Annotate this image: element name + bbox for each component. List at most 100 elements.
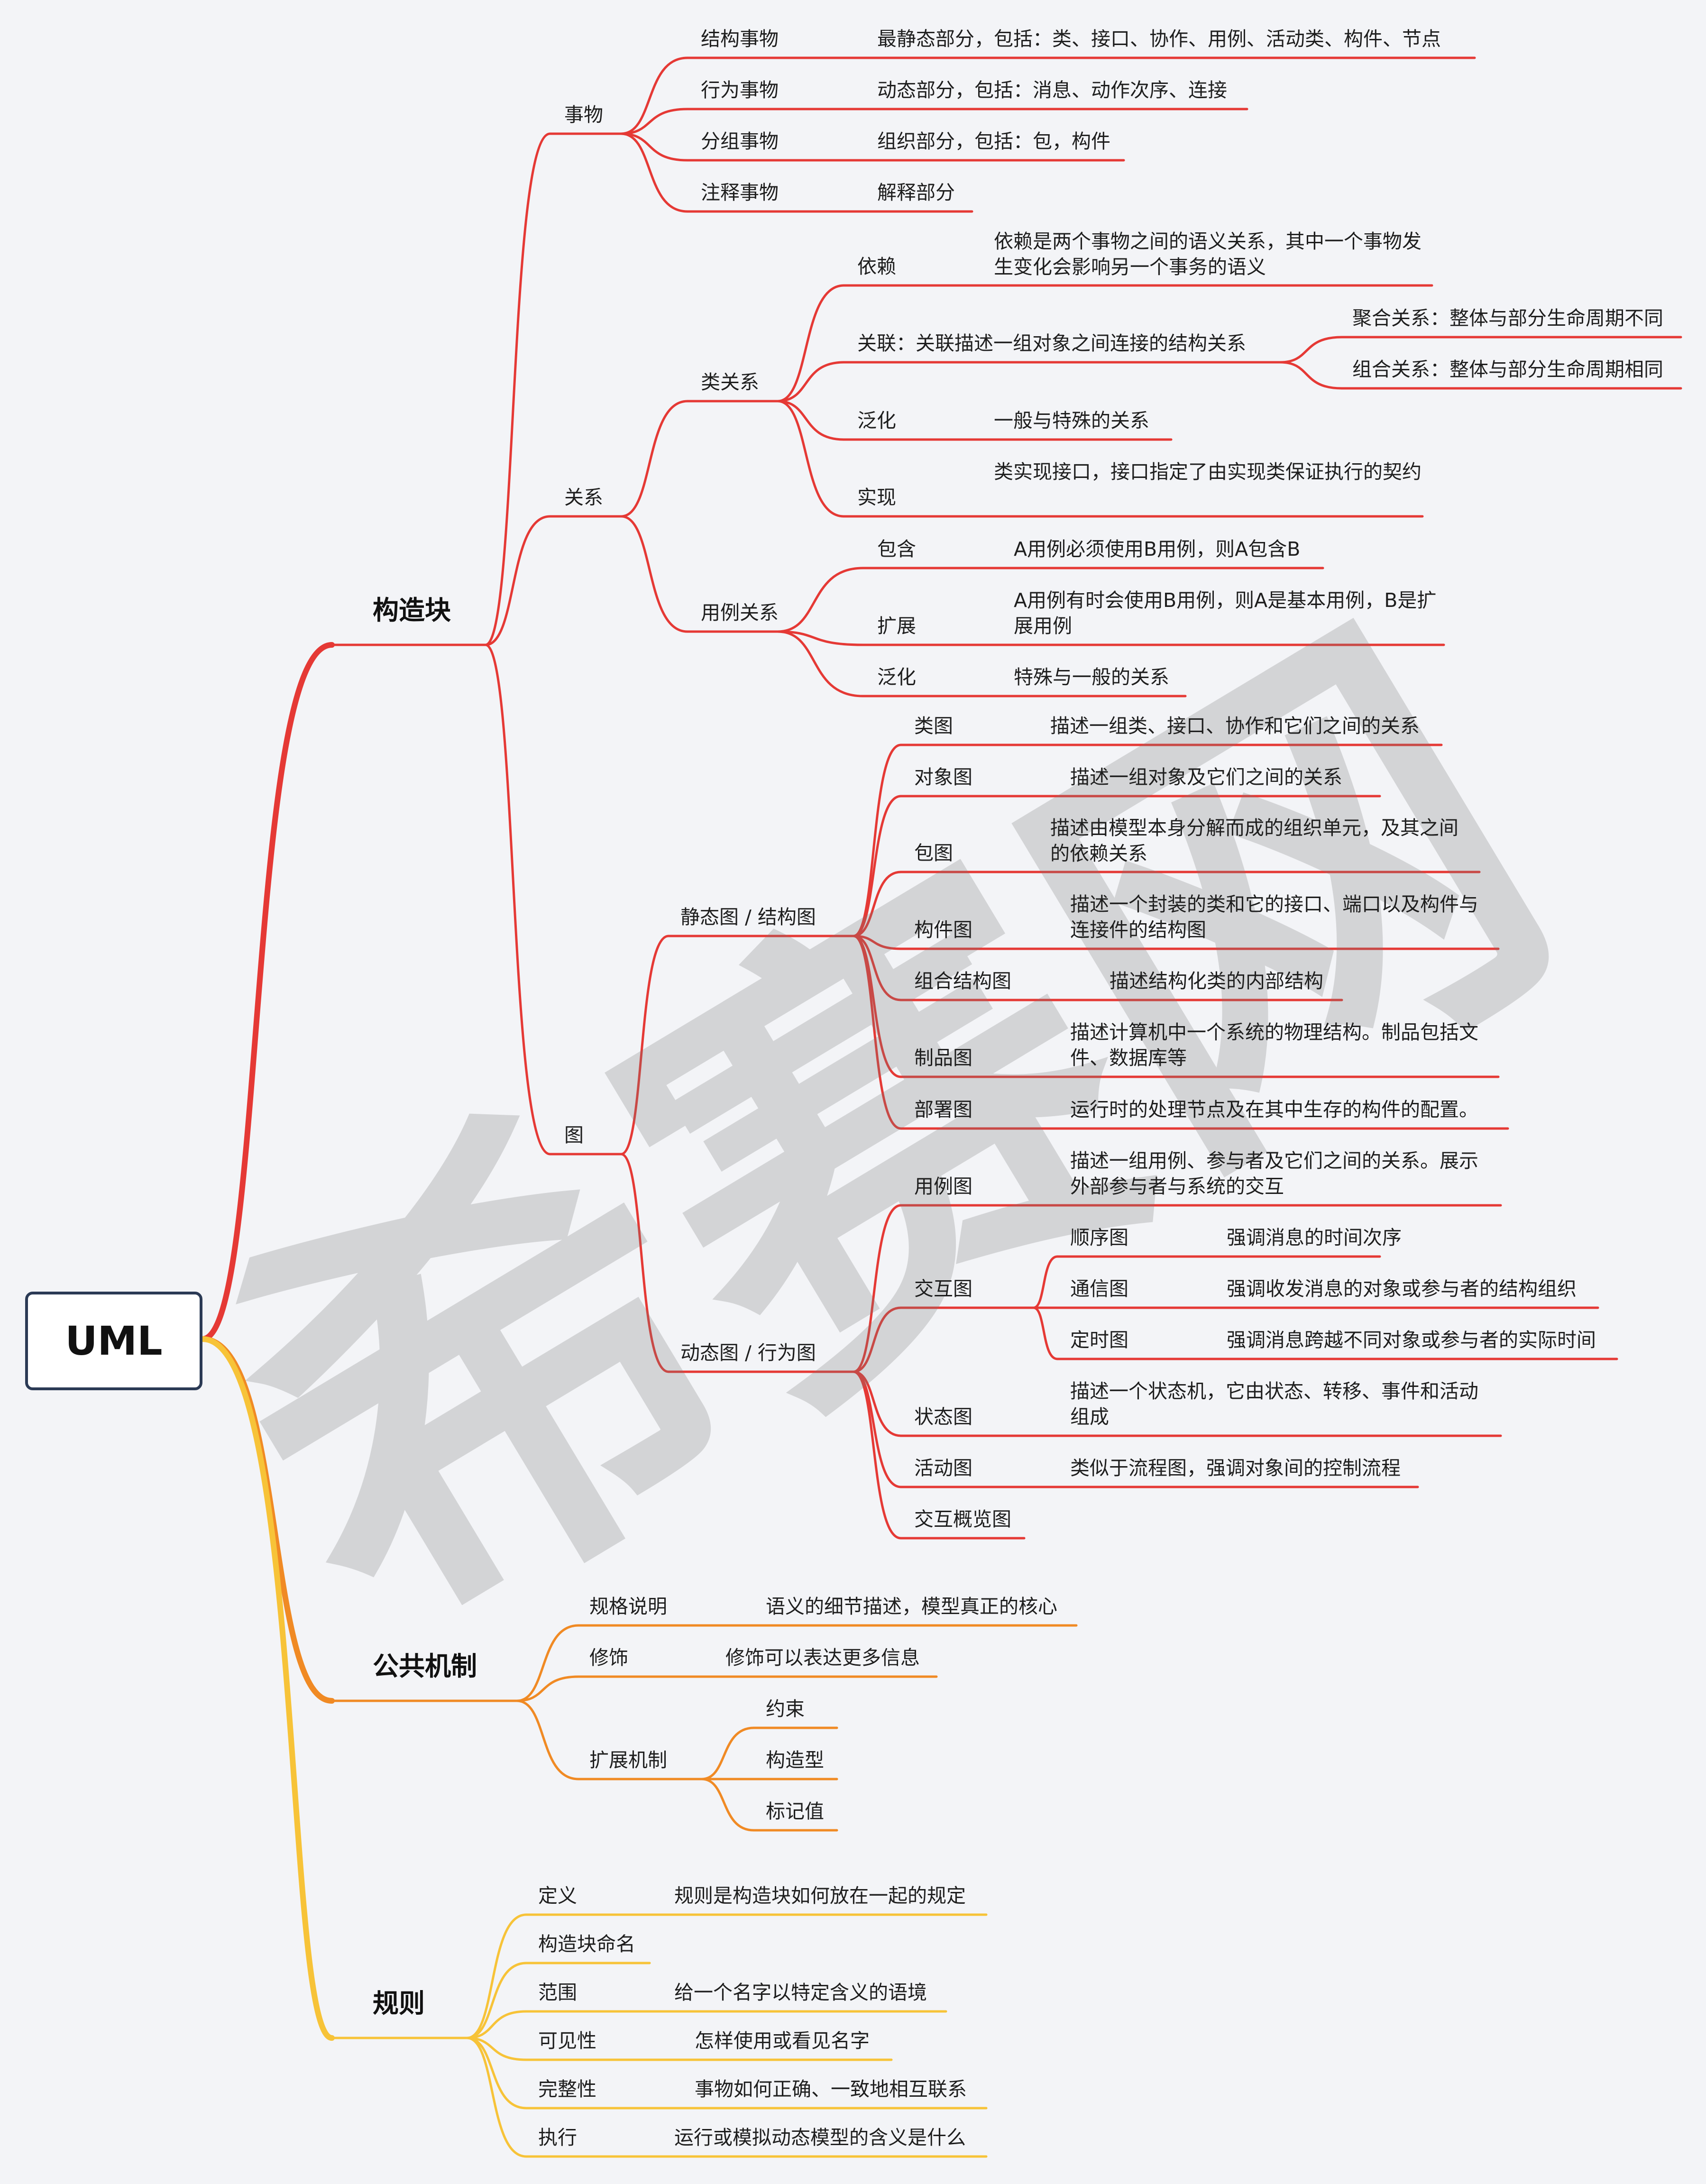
node-static-diagrams[interactable]: 静态图 / 结构图 [680,906,816,928]
branch-connector [466,1962,528,2039]
node-rule-definition[interactable]: 定义 [538,1884,577,1907]
branch-connector [852,1370,902,1437]
branch-connector [776,567,864,633]
desc-class-diagram: 描述一组类、接口、协作和它们之间的关系 [1050,715,1420,737]
branch-connector [466,2010,528,2039]
branch-connector [620,108,689,135]
branch-connector [620,132,689,162]
desc-rule-integrity: 事物如何正确、一致地相互联系 [695,2078,967,2101]
desc-usecase-diagram: 描述一组用例、参与者及它们之间的关系。展示外部参与者与系统的交互 [1070,1149,1478,1198]
desc-rule-visibility: 怎样使用或看见名字 [695,2029,870,2052]
branch-connector [1279,361,1343,390]
node-composite-structure-diagram[interactable]: 组合结构图 [914,970,1011,992]
node-specification[interactable]: 规格说明 [589,1595,667,1618]
branch-connector [1032,1306,1059,1360]
branch-connector [620,400,689,518]
node-usecase-generalization[interactable]: 泛化 [877,666,916,688]
desc-rule-definition: 规则是构造块如何放在一起的规定 [674,1884,966,1907]
node-class-diagram[interactable]: 类图 [914,715,953,737]
branch-connector [620,1153,670,1373]
branch-connector [620,935,670,1156]
node-tagged-value[interactable]: 标记值 [766,1800,824,1823]
node-component-diagram[interactable]: 构件图 [914,918,972,941]
node-adornment[interactable]: 修饰 [589,1646,628,1669]
node-object-diagram[interactable]: 对象图 [914,766,972,789]
desc-dependency: 依赖是两个事物之间的语义关系，其中一个事物发生变化会影响另一个事务的语义 [994,230,1422,278]
node-usecase-diagram[interactable]: 用例图 [914,1175,972,1198]
trunk-construct-blocks [200,642,335,1342]
branch-connector [776,630,864,697]
node-rule-visibility[interactable]: 可见性 [538,2029,596,2052]
desc-communication-diagram: 强调收发消息的对象或参与者的结构组织 [1227,1277,1577,1300]
branch-connector [484,643,551,1156]
node-usecase-relations[interactable]: 用例关系 [701,601,779,624]
desc-state-diagram: 描述一个状态机，它由状态、转移、事件和活动组成 [1070,1380,1478,1428]
node-things[interactable]: 事物 [564,103,603,126]
node-construct-blocks[interactable]: 构造块 [373,595,451,625]
branch-connector [852,743,902,937]
desc-rule-execution: 运行或模拟动态模型的含义是什么 [674,2126,966,2149]
node-behavioral-things[interactable]: 行为事物 [701,79,779,101]
node-timing-diagram[interactable]: 定时图 [1070,1329,1128,1351]
node-rule-integrity[interactable]: 完整性 [538,2078,596,2101]
node-grouping-things[interactable]: 分组事物 [701,130,779,153]
node-activity-diagram[interactable]: 活动图 [914,1457,972,1479]
desc-adornment: 修饰可以表达更多信息 [725,1646,920,1669]
node-dynamic-diagrams[interactable]: 动态图 / 行为图 [680,1341,816,1364]
node-extend[interactable]: 扩展 [877,615,916,637]
branch-connector [852,871,902,937]
node-structural-things[interactable]: 结构事物 [701,28,779,50]
desc-specification: 语义的细节描述，模型真正的核心 [766,1595,1057,1618]
branch-connector [484,515,551,646]
desc-package-diagram: 描述由模型本身分解而成的组织单元，及其之间的依赖关系 [1050,817,1458,865]
node-rules[interactable]: 规则 [373,1988,425,2019]
node-stereotype[interactable]: 构造型 [766,1749,824,1771]
desc-object-diagram: 描述一组对象及它们之间的关系 [1070,766,1342,789]
node-rule-naming[interactable]: 构造块命名 [538,1933,635,1955]
desc-include: A用例必须使用B用例，则A包含B [1014,538,1301,560]
node-composition[interactable]: 组合关系：整体与部分生命周期相同 [1352,358,1663,381]
desc-structural-things: 最静态部分，包括：类、接口、协作、用例、活动类、构件、节点 [877,28,1441,50]
node-dependency[interactable]: 依赖 [857,255,896,278]
node-diagrams[interactable]: 图 [564,1124,584,1147]
root-node[interactable]: UML [25,1292,202,1390]
node-include[interactable]: 包含 [877,538,916,560]
node-extension-mechanism[interactable]: 扩展机制 [589,1749,667,1771]
desc-artifact-diagram: 描述计算机中一个系统的物理结构。制品包括文件、数据库等 [1070,1021,1478,1069]
trunk-common-mechanisms [200,1336,335,1704]
branch-connector [515,1675,580,1702]
desc-sequence-diagram: 强调消息的时间次序 [1227,1226,1402,1249]
desc-component-diagram: 描述一个封装的类和它的接口、端口以及构件与连接件的结构图 [1070,893,1478,941]
node-package-diagram[interactable]: 包图 [914,842,953,864]
node-aggregation[interactable]: 聚合关系：整体与部分生命周期不同 [1352,307,1663,330]
desc-behavioral-things: 动态部分，包括：消息、动作次序、连接 [877,79,1227,101]
branch-connector [852,935,902,1001]
branch-connector [1032,1255,1059,1309]
node-realization[interactable]: 实现 [857,486,896,509]
node-interaction-overview-diagram[interactable]: 交互概览图 [914,1508,1011,1531]
branch-connector [852,935,902,950]
node-association[interactable]: 关联：关联描述一组对象之间连接的结构关系 [857,332,1246,355]
node-artifact-diagram[interactable]: 制品图 [914,1046,972,1069]
desc-extend: A用例有时会使用B用例，则A是基本用例，B是扩展用例 [1014,589,1437,637]
branch-connector [852,795,902,937]
node-state-diagram[interactable]: 状态图 [914,1405,972,1428]
node-class-relations[interactable]: 类关系 [701,371,759,394]
node-common-mechanisms[interactable]: 公共机制 [373,1651,477,1681]
node-relations[interactable]: 关系 [564,486,603,509]
node-annotation-things[interactable]: 注释事物 [701,181,779,204]
node-constraint[interactable]: 约束 [766,1698,805,1720]
node-deployment-diagram[interactable]: 部署图 [914,1098,972,1121]
desc-rule-scope: 给一个名字以特定含义的语境 [674,1981,927,2004]
branch-connector [852,1370,902,1540]
node-interaction-diagram[interactable]: 交互图 [914,1277,972,1300]
node-rule-scope[interactable]: 范围 [538,1981,577,2004]
branch-connector [620,56,689,135]
node-communication-diagram[interactable]: 通信图 [1070,1277,1128,1300]
node-sequence-diagram[interactable]: 顺序图 [1070,1226,1128,1249]
node-class-generalization[interactable]: 泛化 [857,409,896,432]
desc-composite-structure-diagram: 描述结构化类的内部结构 [1110,970,1323,992]
branch-connector [700,1778,755,1832]
desc-timing-diagram: 强调消息跨越不同对象或参与者的实际时间 [1227,1329,1596,1351]
node-rule-execution[interactable]: 执行 [538,2126,577,2149]
